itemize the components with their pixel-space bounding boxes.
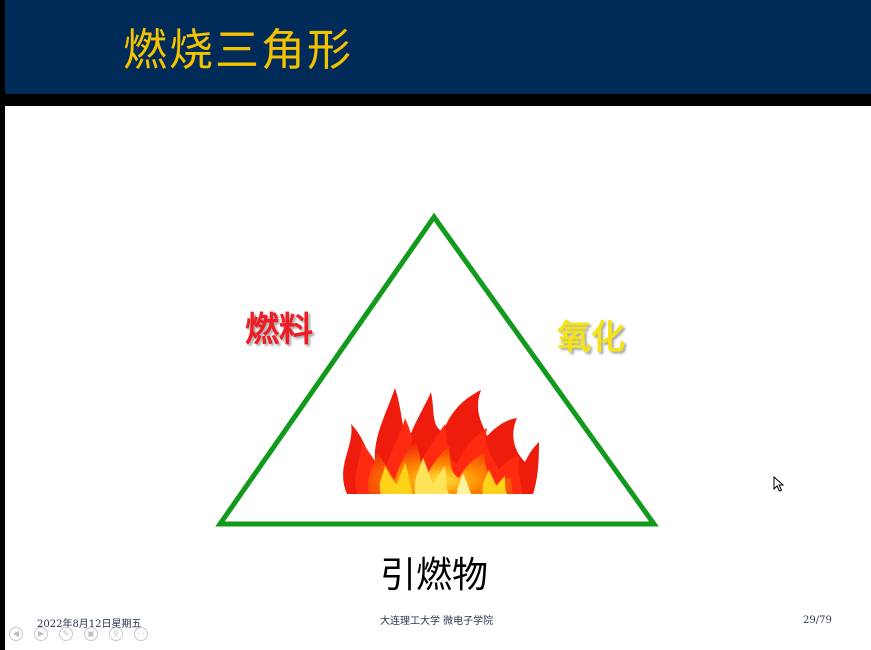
label-fuel: 燃料: [245, 310, 313, 350]
footer-organization: 大连理工大学 微电子学院: [380, 616, 494, 627]
label-ignition-source: 引燃物: [380, 555, 489, 596]
label-oxygen: 氧化: [557, 318, 625, 358]
next-slide-icon[interactable]: ▶: [34, 627, 48, 641]
footer-date: 2022年8月12日星期五: [37, 619, 142, 630]
zoom-icon[interactable]: ⚲: [109, 627, 123, 641]
slideshow-controls: ◀ ▶ ✎ ▣ ⚲ ⋯: [9, 627, 148, 643]
fire-triangle-diagram: [215, 212, 659, 527]
slide-canvas: 燃料 氧化 引燃物 2022年8月12日星期五 大连理工大学 微电子学院 29/…: [5, 106, 871, 650]
slide-title: 燃烧三角形: [123, 25, 353, 76]
fire-icon: [343, 388, 539, 494]
title-bar: 燃烧三角形: [5, 0, 871, 94]
fire-triangle-outline: [215, 212, 659, 527]
footer-page-number: 29/79: [803, 615, 832, 626]
mouse-pointer-icon: [773, 476, 785, 492]
more-options-icon[interactable]: ⋯: [134, 627, 148, 641]
slide-sorter-icon[interactable]: ▣: [84, 627, 98, 641]
pen-icon[interactable]: ✎: [59, 627, 73, 641]
previous-slide-icon[interactable]: ◀: [9, 627, 23, 641]
